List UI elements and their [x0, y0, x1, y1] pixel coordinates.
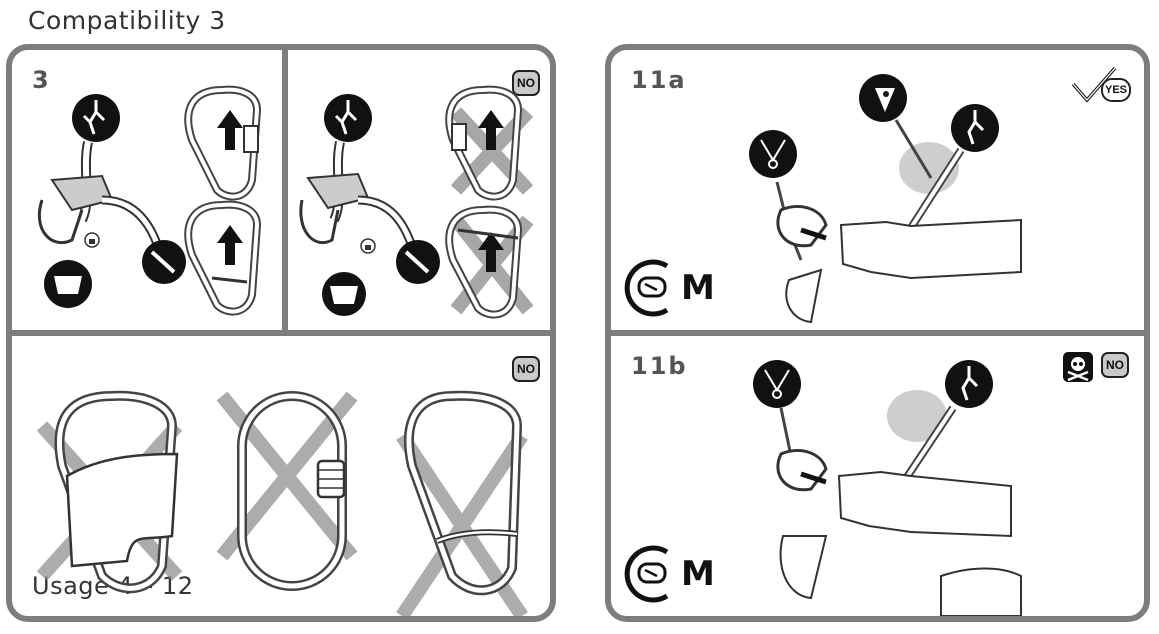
belay-device	[776, 449, 828, 492]
mode-letter-a: M	[681, 268, 715, 308]
step-11b-label: 11b	[631, 352, 688, 380]
carabiner-upright-icon-2	[184, 200, 262, 316]
carabiner-upright-icon	[445, 85, 523, 201]
no-badge-top: NO	[512, 70, 540, 96]
step-3-label: 3	[32, 66, 51, 94]
right-panel: 11a 11b YES NO M M	[605, 44, 1150, 622]
carabiner-banded-icon	[403, 390, 523, 596]
harness-icon	[322, 272, 366, 316]
right-horizontal-divider	[611, 330, 1144, 336]
mode-icon-b	[624, 545, 669, 603]
yes-badge: YES	[1101, 78, 1131, 102]
carabiner-upright-icon-2	[445, 205, 523, 319]
step-11a-label: 11a	[631, 66, 687, 94]
climber-icon	[945, 360, 993, 408]
skull-crossbones-icon	[1063, 352, 1093, 382]
climber-icon	[951, 104, 999, 152]
mode-letter-b: M	[681, 554, 715, 594]
left-vertical-divider	[282, 50, 288, 336]
page-title: Compatibility 3	[28, 6, 226, 35]
step-11b-illustration	[753, 360, 1022, 616]
hand-icon	[142, 240, 186, 284]
climber-icon	[324, 94, 372, 142]
shadow-highlight	[887, 390, 947, 442]
harness-icon	[44, 260, 92, 308]
mode-icon-a	[624, 259, 669, 317]
step-11a-illustration	[749, 74, 1022, 324]
climber-icon	[72, 94, 120, 142]
carabiner-oval-icon	[237, 391, 347, 591]
hand-icon	[396, 240, 440, 284]
hand-illustration	[779, 470, 1022, 616]
usage-no-illustration	[36, 390, 528, 616]
belay-device	[776, 205, 828, 248]
belay-device	[299, 172, 421, 262]
lock-icon	[84, 232, 100, 248]
no-badge-bottom: NO	[512, 356, 540, 382]
step-3-illustration	[37, 85, 262, 316]
rock-anchor-icon	[859, 74, 907, 122]
lock-icon	[360, 238, 376, 254]
carabiner-upright-icon	[184, 85, 262, 201]
left-panel: 3 NO NO Usage 4 – 12	[6, 44, 556, 622]
step-3-no-illustration	[299, 85, 534, 319]
left-horizontal-divider	[12, 330, 550, 336]
anchor-chain-icon	[749, 130, 797, 178]
hand-illustration	[785, 218, 1022, 324]
carabiner-taped-icon	[54, 390, 179, 594]
no-badge: NO	[1101, 352, 1129, 378]
belay-device	[37, 174, 167, 262]
anchor-chain-icon	[753, 360, 801, 408]
